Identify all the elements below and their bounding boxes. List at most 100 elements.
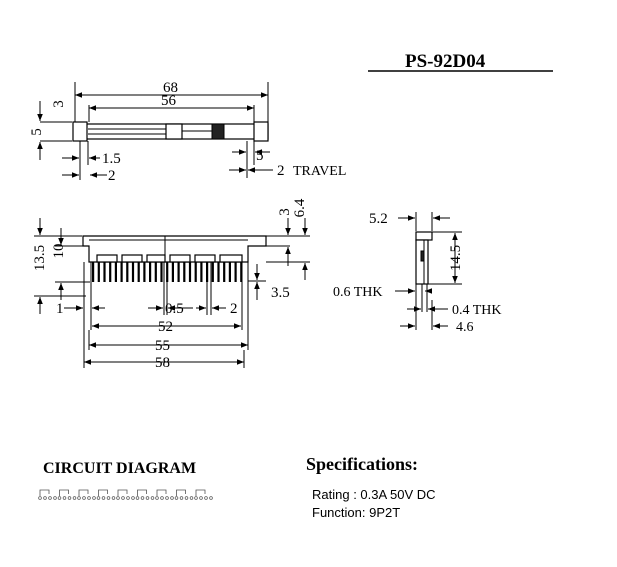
- circuit-contact: [135, 496, 140, 500]
- dim-56: 56: [161, 93, 177, 109]
- circuit-contact: [160, 496, 164, 500]
- circuit-contact: [179, 496, 184, 500]
- pin: [194, 262, 197, 282]
- pin: [92, 262, 95, 282]
- dim-5-2: 5.2: [369, 211, 388, 227]
- pin: [177, 262, 180, 282]
- dim-10: 10: [51, 244, 67, 259]
- dim-6-4: 6.4: [292, 198, 308, 217]
- circuit-contact: [174, 496, 179, 500]
- top-view-slot: [165, 123, 183, 140]
- circuit-contact: [145, 496, 150, 500]
- pin: [183, 262, 186, 282]
- pin: [131, 262, 135, 282]
- dim-58: 58: [155, 355, 170, 371]
- circuit-contact: [43, 496, 47, 500]
- circuit-contact: [189, 496, 194, 500]
- pin: [126, 262, 129, 282]
- circuit-contact: [131, 496, 135, 500]
- part-title: PS-92D04: [368, 51, 553, 72]
- circuit-contact: [48, 496, 52, 500]
- circuit-contact: [165, 496, 169, 500]
- circuit-contact: [62, 496, 67, 500]
- dim-3-front: 3: [277, 208, 293, 216]
- circuit-contact: [155, 496, 159, 500]
- circuit-switch: [117, 489, 128, 496]
- spec-function: Function: 9P2T: [312, 505, 400, 520]
- circuit-contact: [209, 496, 213, 500]
- dim-1: 1: [56, 301, 64, 317]
- pin: [160, 262, 163, 282]
- circuit-contact: [101, 496, 106, 500]
- circuit-switch: [137, 489, 147, 496]
- pin: [188, 262, 192, 282]
- circuit-contact: [199, 496, 203, 500]
- pin: [217, 262, 220, 282]
- circuit-title: CIRCUIT DIAGRAM: [43, 460, 196, 477]
- dim-travel-value: 2: [277, 163, 285, 179]
- side-view: 5.2 14.5 0.6 THK 0.4 THK 4.6: [333, 211, 502, 335]
- side-view-body: [415, 239, 429, 285]
- circuit-section: CIRCUIT DIAGRAM: [38, 460, 213, 500]
- pin: [234, 262, 237, 282]
- circuit-switch: [59, 489, 69, 496]
- circuit-switch: [176, 489, 186, 496]
- dim-4-6: 4.6: [456, 320, 474, 335]
- dim-5-knob: 5: [256, 148, 264, 164]
- circuit-contact: [38, 496, 42, 500]
- pin: [97, 262, 100, 282]
- pin: [228, 262, 231, 282]
- dim-2-pitch: 2: [230, 301, 238, 317]
- dim-3-5: 3.5: [271, 285, 290, 301]
- circuit-switch: [39, 489, 50, 496]
- pin: [200, 262, 203, 282]
- pin: [103, 262, 106, 282]
- top-view: 68 56 3 5 1.5 2 5 2 TRAVEL: [29, 80, 346, 184]
- circuit-contact: [82, 496, 86, 500]
- circuit-contact: [87, 496, 91, 500]
- circuit-contact: [140, 496, 145, 500]
- circuit-contact: [77, 496, 81, 500]
- circuit-diagram-symbol: [38, 489, 213, 500]
- front-view: 3 6.4 3.5 13.5 10 1 0.5 2: [32, 198, 310, 371]
- dim-1-5: 1.5: [102, 151, 121, 167]
- circuit-switch: [98, 489, 108, 496]
- circuit-contact: [194, 496, 198, 500]
- dim-0-4-thk: 0.4 THK: [452, 303, 502, 318]
- circuit-contact: [53, 496, 57, 500]
- specifications-title: Specifications:: [306, 454, 418, 474]
- pin: [211, 262, 214, 282]
- dim-0-5: 0.5: [165, 301, 184, 317]
- circuit-contact: [204, 496, 208, 500]
- circuit-contact: [126, 496, 130, 500]
- circuit-contact: [67, 496, 72, 500]
- dim-55: 55: [155, 338, 170, 354]
- circuit-contact: [57, 496, 62, 500]
- travel-label: TRAVEL: [293, 164, 346, 179]
- spec-rating: Rating : 0.3A 50V DC: [312, 487, 436, 502]
- pin: [114, 262, 117, 282]
- pin: [171, 262, 174, 282]
- circuit-contact: [150, 496, 155, 500]
- pin: [143, 262, 146, 282]
- circuit-contact: [121, 496, 125, 500]
- circuit-contact: [170, 496, 174, 500]
- pin-row: [92, 262, 243, 282]
- dim-13-5: 13.5: [32, 245, 48, 271]
- dim-5-left: 5: [29, 128, 45, 136]
- dim-0-6-thk: 0.6 THK: [333, 285, 383, 300]
- pin: [223, 262, 226, 282]
- dim-68: 68: [163, 80, 178, 96]
- circuit-contact: [96, 496, 101, 500]
- circuit-contact: [184, 496, 189, 500]
- pin: [109, 262, 112, 282]
- circuit-contact: [116, 496, 120, 500]
- circuit-switch: [156, 489, 167, 496]
- pin: [240, 262, 243, 282]
- pin: [154, 262, 157, 282]
- dim-3-top: 3: [51, 100, 67, 108]
- circuit-contact: [92, 496, 96, 500]
- part-number: PS-92D04: [405, 51, 486, 72]
- dim-52: 52: [158, 319, 173, 335]
